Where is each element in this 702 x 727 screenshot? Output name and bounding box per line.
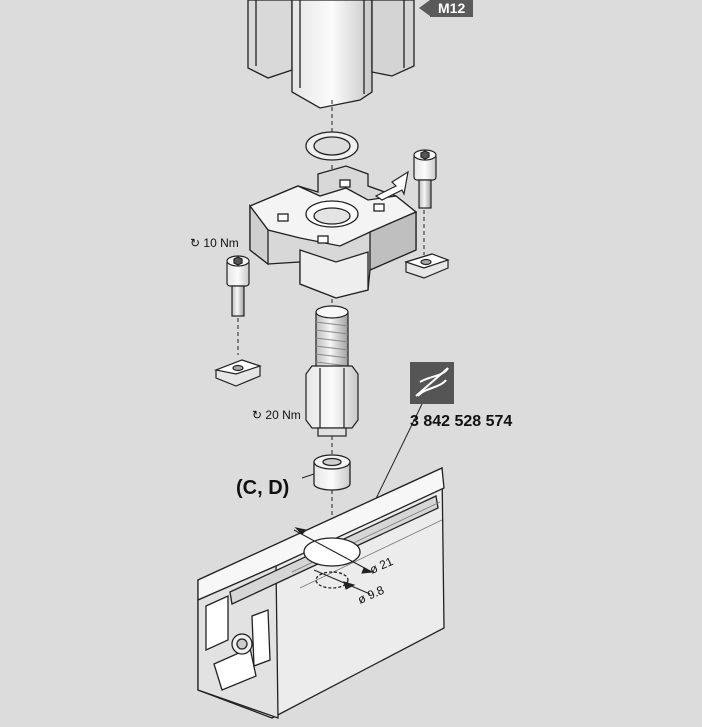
base-profile	[197, 466, 445, 719]
clockwise-arrow-icon: ↻	[190, 236, 201, 250]
t-slot-nut-left	[213, 359, 262, 387]
clockwise-arrow-icon: ↻	[252, 408, 263, 422]
torque-top-label: 10 Nm	[203, 236, 239, 250]
upper-profile-column	[247, 0, 415, 109]
part-number-label: 3 842 528 574	[410, 413, 513, 430]
threaded-stud	[305, 305, 359, 437]
insert-direction-arrow	[374, 170, 409, 201]
cap-screw-left	[226, 255, 250, 317]
tag-pointer-icon	[419, 0, 430, 16]
o-ring	[305, 131, 359, 161]
t-slot-nut-right	[404, 253, 450, 279]
cap-screw-right	[413, 149, 437, 209]
torque-bottom: ↻ 20 Nm	[252, 408, 301, 422]
variant-label: (C, D)	[236, 477, 290, 499]
torque-bottom-label: 20 Nm	[265, 408, 301, 422]
thread-size-tag: M12	[430, 0, 474, 17]
connector-block	[248, 165, 418, 299]
torque-top: ↻ 10 Nm	[190, 236, 239, 250]
dimension-arrows	[293, 527, 374, 595]
drill-bit-icon	[410, 362, 454, 404]
spacer-sleeve	[313, 454, 351, 491]
